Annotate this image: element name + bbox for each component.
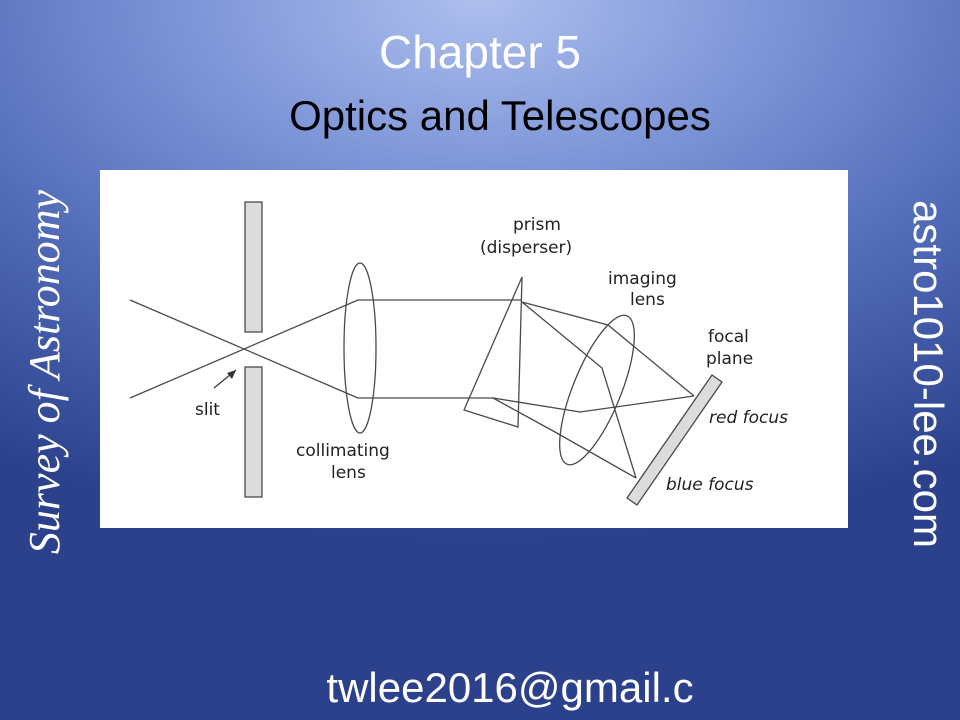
slit-plate-bottom: [244, 366, 263, 498]
side-title-left: Survey of Astronomy: [20, 189, 69, 555]
imaging-label: imaging: [608, 269, 677, 289]
side-website-right: astro1010-lee.com: [905, 200, 952, 548]
ray-in-2: [129, 299, 359, 399]
spectrograph-diagram: prism (disperser) imaging lens focal pla…: [100, 170, 848, 528]
focal-plane: [626, 374, 723, 506]
ray-dispersed-1: [521, 301, 637, 479]
slit-arrowhead: [227, 370, 236, 379]
focal-label: focal: [708, 327, 749, 347]
collimating-lens: [343, 262, 377, 434]
chapter-heading: Chapter 5: [378, 26, 581, 78]
plane-label: plane: [706, 349, 753, 369]
blue-focus-label: blue focus: [666, 475, 754, 495]
slide-title: Optics and Telescopes: [289, 92, 711, 139]
ray-dispersed-2: [521, 301, 695, 397]
imaging-lens-label: lens: [630, 290, 665, 310]
ray-dispersed-3: [492, 395, 695, 413]
collimating-label: collimating: [296, 441, 390, 461]
disperser-label: (disperser): [480, 238, 572, 258]
contact-email: twlee2016@gmail.c: [326, 664, 694, 711]
slit-label: slit: [195, 400, 220, 420]
red-focus-label: red focus: [709, 408, 788, 428]
prism: [463, 276, 523, 428]
spectrograph-svg: prism (disperser) imaging lens focal pla…: [129, 201, 788, 506]
prism-label: prism: [513, 215, 561, 235]
slit-plate-top: [244, 201, 263, 333]
collimating-lens-label: lens: [331, 463, 366, 483]
imaging-lens: [559, 314, 635, 466]
ray-dispersed-4: [492, 397, 637, 479]
